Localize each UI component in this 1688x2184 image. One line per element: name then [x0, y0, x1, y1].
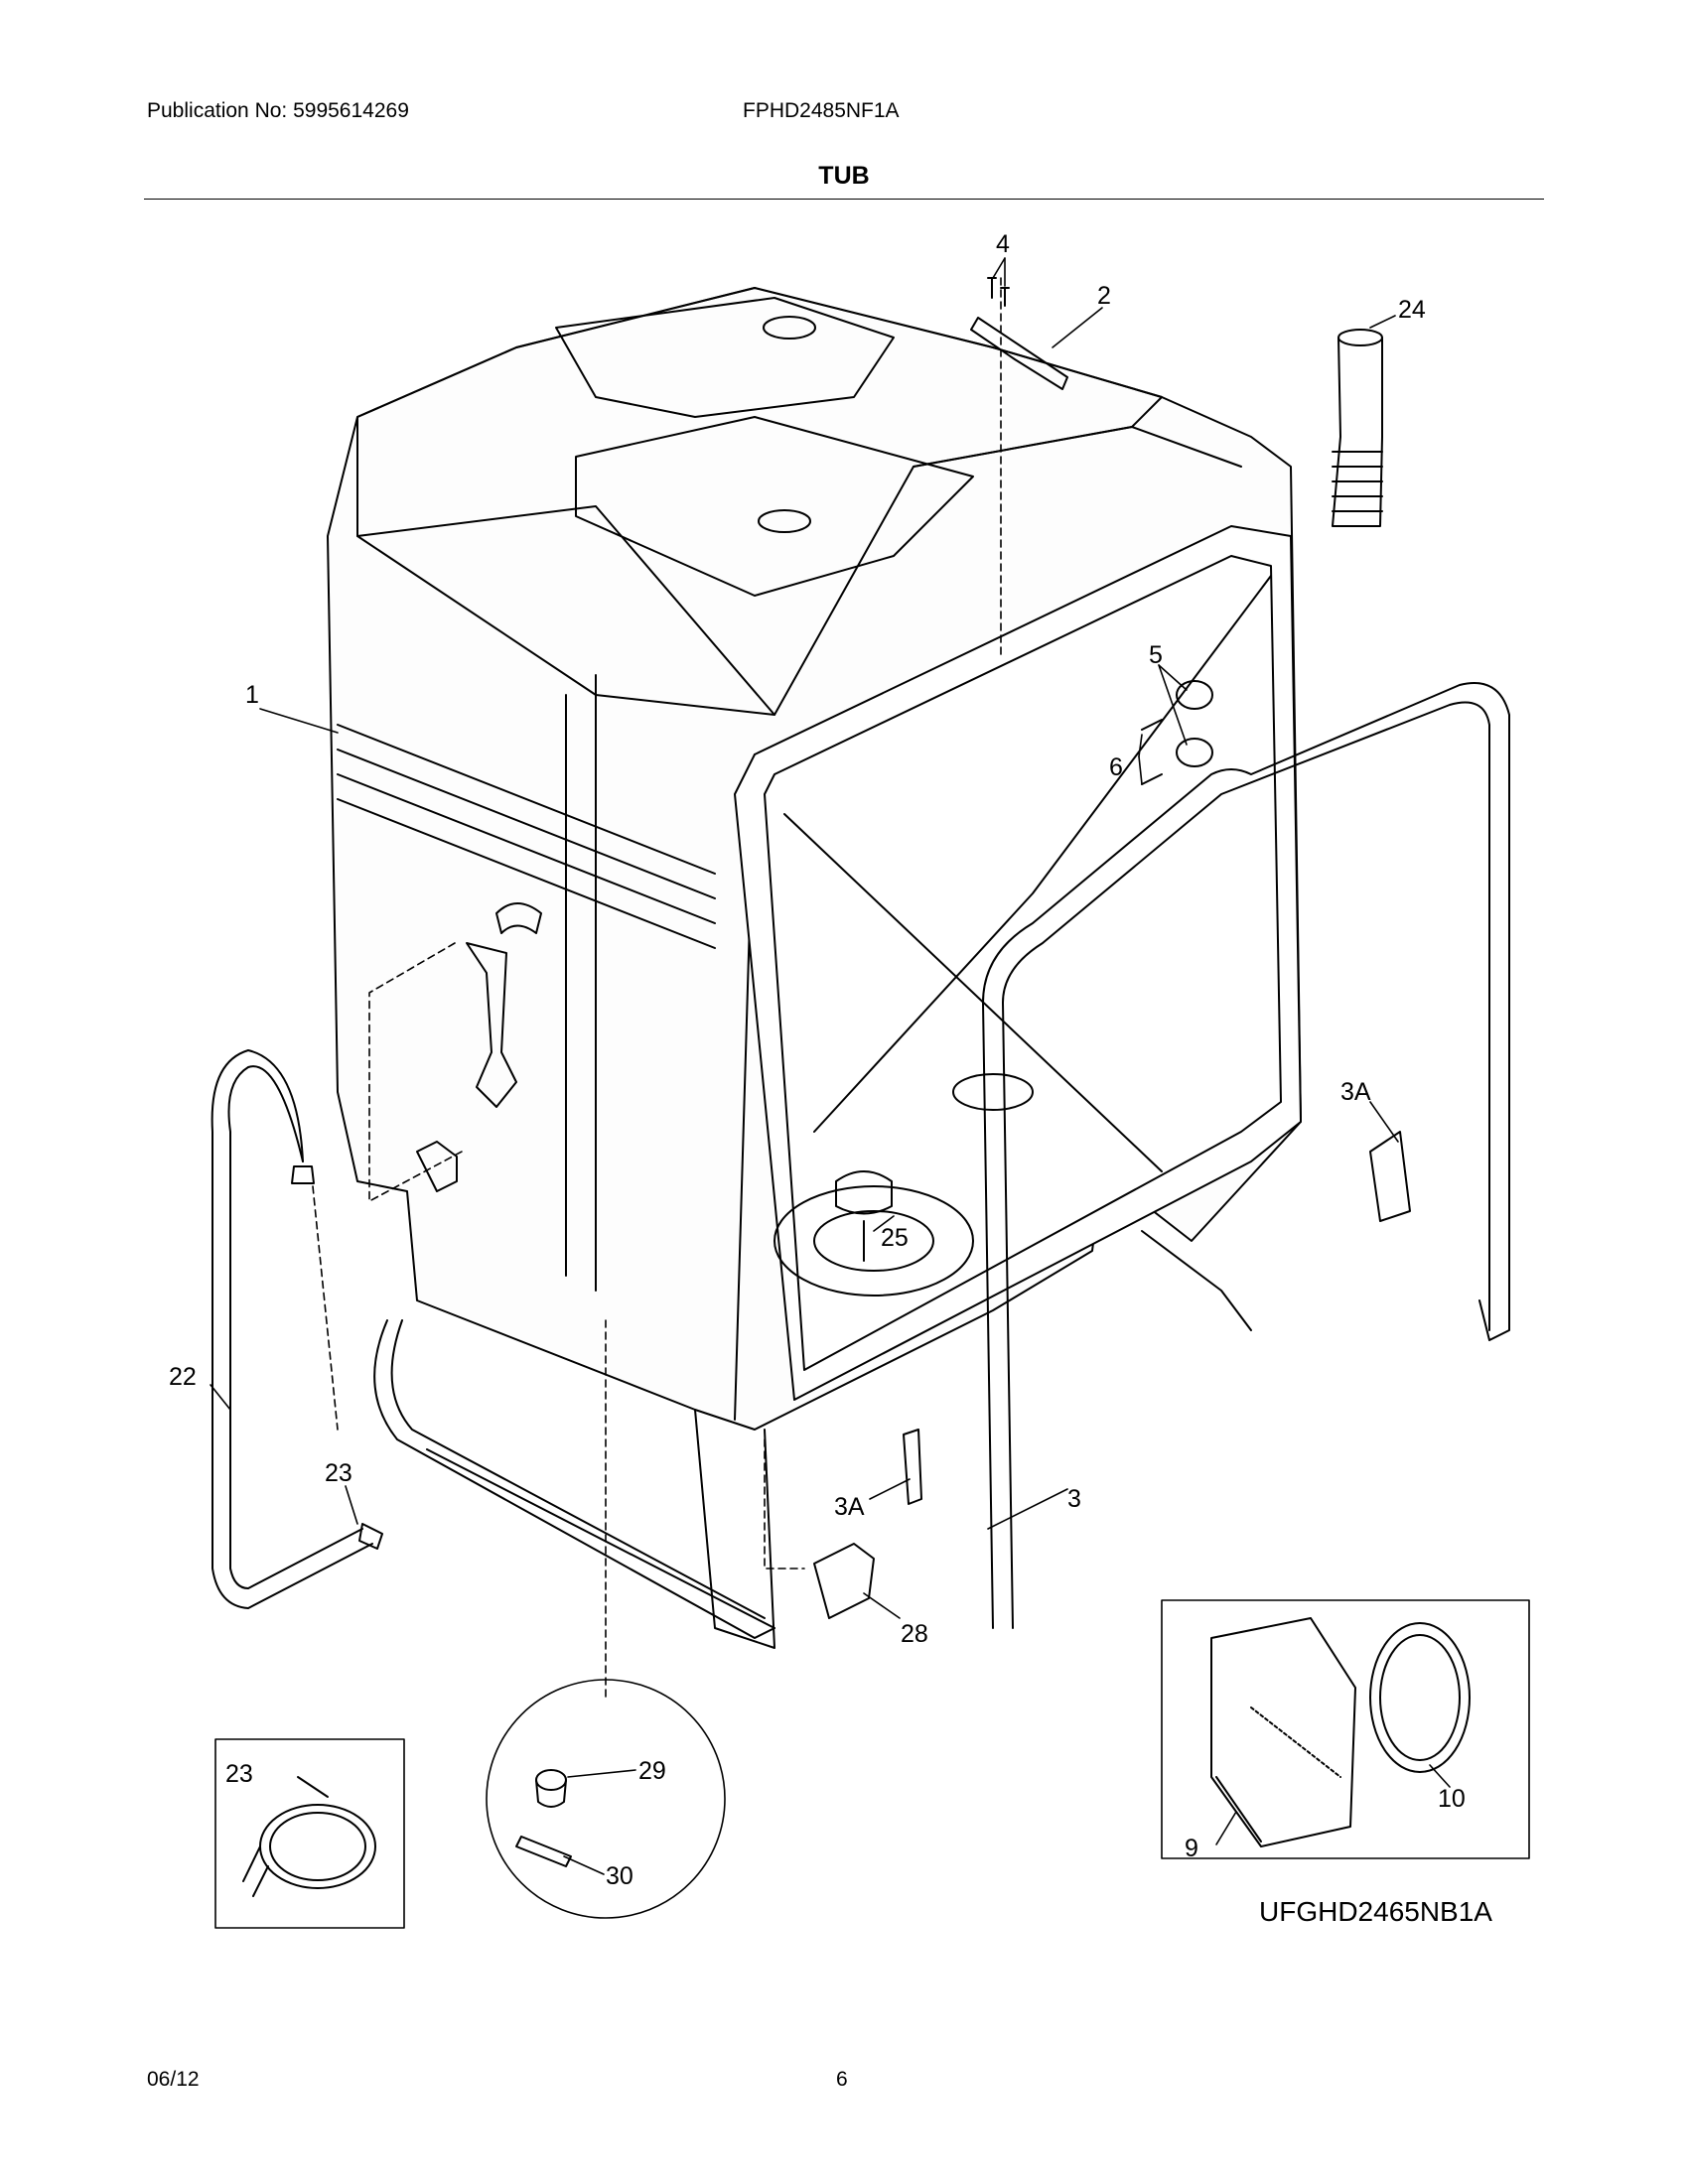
callout-5: 5	[1149, 641, 1163, 669]
model-number: FPHD2485NF1A	[743, 99, 900, 122]
callout-28: 28	[901, 1620, 928, 1648]
screw-icon	[1141, 719, 1163, 731]
callout-3a-lower: 3A	[834, 1493, 865, 1521]
callout-6: 6	[1109, 753, 1123, 781]
screw-icon	[1141, 773, 1163, 785]
tub-body	[327, 287, 1302, 1649]
hose-clamp-bottom	[358, 1523, 383, 1550]
page-number: 6	[836, 2068, 848, 2091]
title-divider	[144, 199, 1544, 200]
overflow-float	[466, 942, 517, 1108]
reference-code: UFGHD2465NB1A	[1259, 1896, 1492, 1927]
vent-louvre	[495, 902, 542, 934]
callout-4: 4	[996, 230, 1010, 258]
bumper-lower	[1176, 738, 1213, 767]
vent-tube	[1332, 329, 1383, 527]
gasket-clip-lower	[903, 1429, 922, 1505]
callout-9: 9	[1185, 1835, 1198, 1862]
callout-3: 3	[1067, 1485, 1081, 1513]
bumper-upper	[1176, 680, 1213, 710]
small-bracket	[416, 1141, 458, 1192]
hinge-bracket	[970, 317, 1068, 390]
callout-1: 1	[245, 681, 259, 709]
callout-23-inset: 23	[225, 1760, 253, 1788]
page-title: TUB	[818, 162, 870, 190]
hose-clamp-detail	[242, 1776, 376, 1897]
control-module-detail	[1210, 1617, 1471, 1847]
callout-23-main: 23	[325, 1459, 352, 1487]
callout-3a-right: 3A	[1340, 1078, 1371, 1106]
callout-29: 29	[638, 1757, 666, 1785]
callout-30: 30	[606, 1862, 633, 1890]
callout-2: 2	[1097, 282, 1111, 310]
sensor-detail	[515, 1769, 572, 1867]
gasket-clip-right	[1369, 1131, 1411, 1222]
callout-24: 24	[1398, 296, 1426, 324]
publication-number: Publication No: 5995614269	[147, 99, 409, 122]
callout-22: 22	[169, 1363, 197, 1391]
screw-icon	[987, 277, 997, 299]
screw-icon	[1000, 287, 1010, 307]
callout-25: 25	[881, 1224, 909, 1252]
door-gasket	[982, 682, 1510, 1629]
footer-date: 06/12	[147, 2068, 200, 2091]
base-frame	[373, 1319, 775, 1639]
hose-clamp-top	[291, 1165, 315, 1184]
drain-hose	[211, 1049, 373, 1609]
callout-10: 10	[1438, 1785, 1466, 1813]
door-switch	[813, 1543, 875, 1619]
